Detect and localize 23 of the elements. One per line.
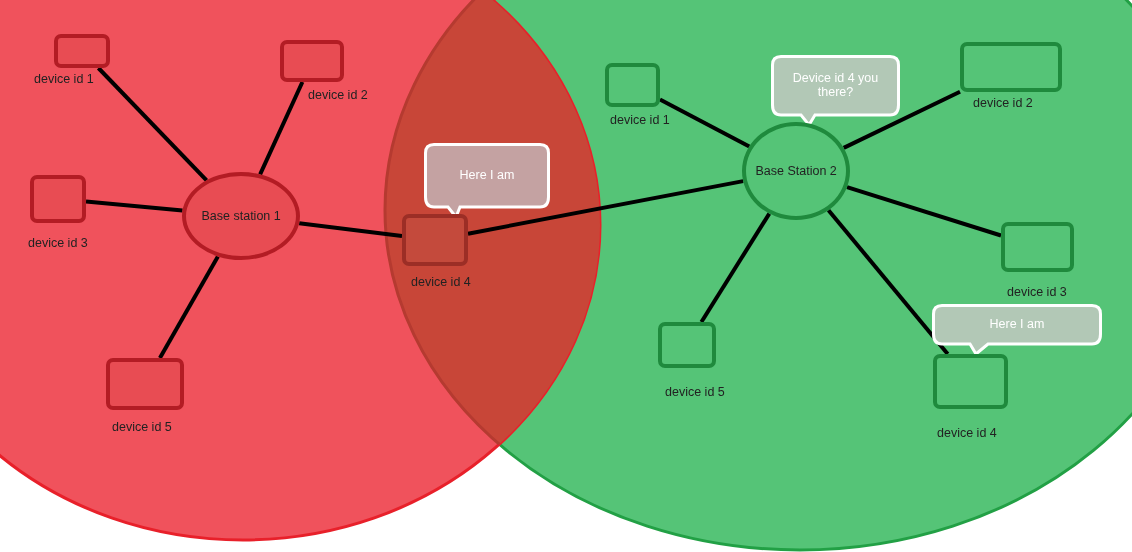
connection-line bbox=[85, 199, 183, 213]
connection-line bbox=[258, 81, 305, 176]
device-label: device id 2 bbox=[308, 88, 368, 102]
station-label: Base Station 2 bbox=[755, 164, 837, 178]
device-label: device id 5 bbox=[665, 385, 725, 399]
connection-line bbox=[699, 212, 771, 324]
device-label: device id 3 bbox=[1007, 285, 1067, 299]
device-label: device id 3 bbox=[28, 236, 88, 250]
station-label: Base station 1 bbox=[201, 209, 281, 223]
connection-line bbox=[846, 185, 1002, 238]
bubble-text: Device id 4 you there? bbox=[791, 71, 880, 99]
connection-line bbox=[842, 89, 961, 150]
device-label: device id 1 bbox=[34, 72, 94, 86]
bubble-text: Here I am bbox=[988, 317, 1046, 331]
device-label: device id 2 bbox=[973, 96, 1033, 110]
connection-line bbox=[659, 97, 751, 149]
device-label: device id 4 bbox=[411, 275, 471, 289]
connection-line bbox=[467, 179, 744, 236]
device-label: device id 4 bbox=[937, 426, 997, 440]
device-label: device id 5 bbox=[112, 420, 172, 434]
connection-line bbox=[298, 221, 403, 238]
device-label: device id 1 bbox=[610, 113, 670, 127]
connection-line bbox=[826, 208, 950, 356]
